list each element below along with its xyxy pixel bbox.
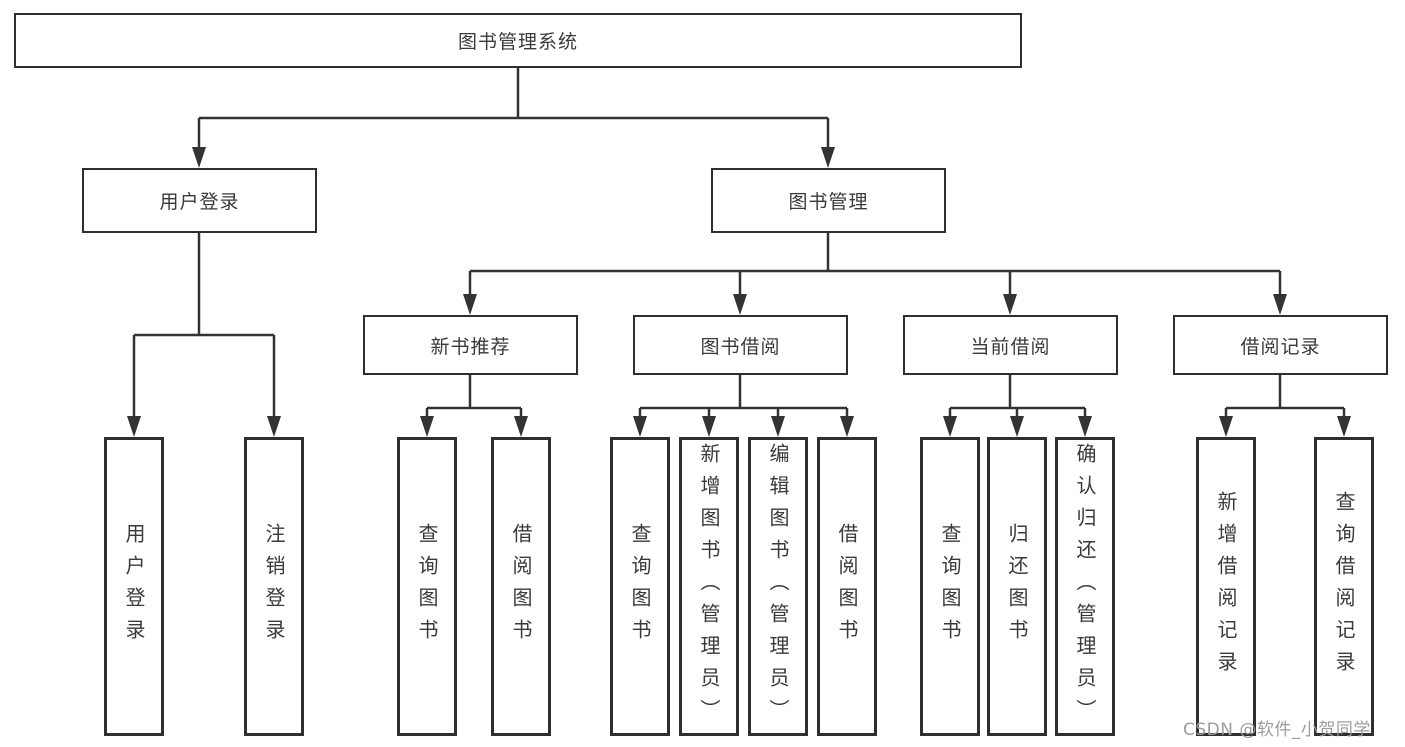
leaf-query-books-current: 查询图书 bbox=[920, 437, 980, 736]
node-current-borrow: 当前借阅 bbox=[903, 315, 1118, 375]
node-root: 图书管理系统 bbox=[14, 13, 1022, 68]
leaf-label: 注销登录 bbox=[262, 522, 286, 651]
leaf-label: 借阅图书 bbox=[835, 522, 859, 651]
leaf-borrow-books-recommend: 借阅图书 bbox=[491, 437, 551, 736]
leaf-label: 查询图书 bbox=[938, 522, 962, 651]
node-book-management: 图书管理 bbox=[711, 168, 946, 233]
leaf-query-borrow-record: 查询借阅记录 bbox=[1314, 437, 1374, 736]
leaf-label: 确认归还（管理员） bbox=[1073, 442, 1097, 731]
leaf-edit-book-admin: 编辑图书（管理员） bbox=[748, 437, 808, 736]
node-book-borrow: 图书借阅 bbox=[633, 315, 848, 375]
leaf-logout: 注销登录 bbox=[244, 437, 304, 736]
leaf-label: 查询图书 bbox=[415, 522, 439, 651]
leaf-label: 新增图书（管理员） bbox=[697, 442, 721, 731]
leaf-label: 借阅图书 bbox=[509, 522, 533, 651]
node-new-book-recommend: 新书推荐 bbox=[363, 315, 578, 375]
node-user-login: 用户登录 bbox=[82, 168, 317, 233]
leaf-add-borrow-record: 新增借阅记录 bbox=[1196, 437, 1256, 736]
leaf-confirm-return-admin: 确认归还（管理员） bbox=[1055, 437, 1115, 736]
leaf-label: 用户登录 bbox=[122, 522, 146, 651]
leaf-label: 查询借阅记录 bbox=[1332, 490, 1356, 683]
leaf-return-book: 归还图书 bbox=[987, 437, 1047, 736]
leaf-query-books-recommend: 查询图书 bbox=[397, 437, 457, 736]
leaf-label: 新增借阅记录 bbox=[1214, 490, 1238, 683]
leaf-label: 查询图书 bbox=[628, 522, 652, 651]
leaf-borrow-books-borrow: 借阅图书 bbox=[817, 437, 877, 736]
leaf-add-book-admin: 新增图书（管理员） bbox=[679, 437, 739, 736]
watermark-text: CSDN @软件_小贺同学 bbox=[1183, 720, 1371, 740]
leaf-query-books-borrow: 查询图书 bbox=[610, 437, 670, 736]
leaf-user-login: 用户登录 bbox=[104, 437, 164, 736]
node-borrow-records: 借阅记录 bbox=[1173, 315, 1388, 375]
leaf-label: 编辑图书（管理员） bbox=[766, 442, 790, 731]
leaf-label: 归还图书 bbox=[1005, 522, 1029, 651]
